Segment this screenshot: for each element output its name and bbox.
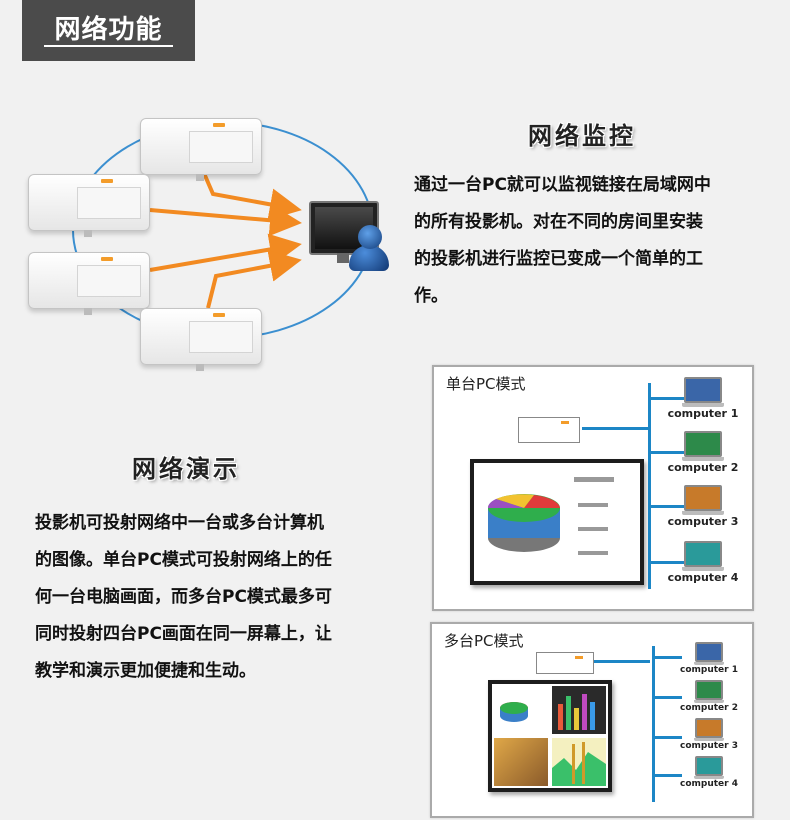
computer-item: computer 4	[670, 756, 748, 789]
network-backbone	[652, 646, 655, 802]
laptop-icon	[684, 377, 722, 403]
network-backbone	[648, 383, 651, 589]
title-underline	[44, 45, 173, 47]
laptop-icon	[684, 541, 722, 567]
computer-label: computer 1	[667, 407, 739, 420]
network-line	[594, 660, 650, 663]
user-icon	[346, 225, 392, 273]
network-line	[648, 505, 684, 508]
arrow-4	[206, 249, 302, 309]
presentation-title: 网络演示	[132, 455, 240, 483]
laptop-icon	[684, 485, 722, 511]
projector-image	[518, 417, 580, 443]
section-title: 网络功能	[54, 15, 163, 45]
multi-pc-mode-panel: 多台PC模式 computer 1 computer 2 computer 3 …	[430, 622, 754, 818]
panel-label: 多台PC模式	[444, 632, 524, 650]
computer-label: computer 1	[680, 665, 738, 675]
laptop-icon	[695, 718, 723, 738]
text-line: 的所有投影机。对在不同的房间里安装	[414, 212, 703, 232]
computer-item: computer 1	[660, 377, 746, 420]
computer-label: computer 4	[667, 571, 739, 584]
laptop-icon	[695, 642, 723, 662]
text-line: 的图像。单台PC模式可投射网络上的任	[35, 550, 332, 570]
text-line: 的投影机进行监控已变成一个简单的工	[414, 249, 703, 269]
text-line: 作。	[414, 286, 448, 306]
text-line: 通过一台PC就可以监视链接在局域网中	[414, 175, 711, 195]
computer-label: computer 2	[680, 703, 738, 713]
laptop-icon	[684, 431, 722, 457]
quad-image-pie	[494, 686, 548, 734]
computer-label: computer 3	[667, 515, 739, 528]
quad-image-bars	[552, 686, 606, 734]
laptop-icon	[695, 756, 723, 776]
projector-image	[28, 252, 150, 315]
computer-item: computer 4	[660, 541, 746, 584]
computer-item: computer 3	[670, 718, 748, 751]
computer-label: computer 2	[667, 461, 739, 474]
network-line	[648, 451, 684, 454]
projector-image	[140, 118, 262, 181]
arrow-3	[149, 233, 302, 272]
text-line: 何一台电脑画面，而多台PC模式最多可	[35, 587, 332, 607]
monitoring-description: 通过一台PC就可以监视链接在局域网中 的所有投影机。对在不同的房间里安装 的投影…	[414, 167, 711, 315]
network-line	[652, 736, 682, 739]
text-line: 教学和演示更加便捷和生动。	[35, 661, 256, 681]
network-monitor-diagram	[28, 112, 408, 372]
arrow-2	[149, 204, 302, 237]
projector-image	[140, 308, 262, 371]
projection-screen	[488, 680, 612, 792]
network-line	[648, 561, 684, 564]
network-line	[652, 774, 682, 777]
projector-image	[28, 174, 150, 237]
monitoring-title: 网络监控	[528, 122, 636, 150]
computer-item: computer 2	[660, 431, 746, 474]
computer-label: computer 4	[680, 779, 738, 789]
projector-image	[536, 652, 594, 674]
network-line	[652, 656, 682, 659]
network-line	[648, 397, 684, 400]
projection-screen	[470, 459, 644, 585]
text-line: 同时投射四台PC画面在同一屏幕上，让	[35, 624, 332, 644]
computer-item: computer 1	[670, 642, 748, 675]
quad-image-city	[494, 738, 548, 786]
section-header: 网络功能	[22, 0, 195, 61]
computer-item: computer 3	[660, 485, 746, 528]
panel-label: 单台PC模式	[446, 375, 526, 393]
text-line: 投影机可投射网络中一台或多台计算机	[35, 513, 324, 533]
network-line	[582, 427, 650, 430]
computer-label: computer 3	[680, 741, 738, 751]
pie-chart-image	[487, 477, 614, 555]
network-line	[652, 696, 682, 699]
computer-item: computer 2	[670, 680, 748, 713]
quad-image-area	[552, 738, 606, 786]
laptop-icon	[695, 680, 723, 700]
presentation-description: 投影机可投射网络中一台或多台计算机 的图像。单台PC模式可投射网络上的任 何一台…	[35, 505, 332, 690]
single-pc-mode-panel: 单台PC模式 computer 1 computer 2 computer 3	[432, 365, 754, 611]
